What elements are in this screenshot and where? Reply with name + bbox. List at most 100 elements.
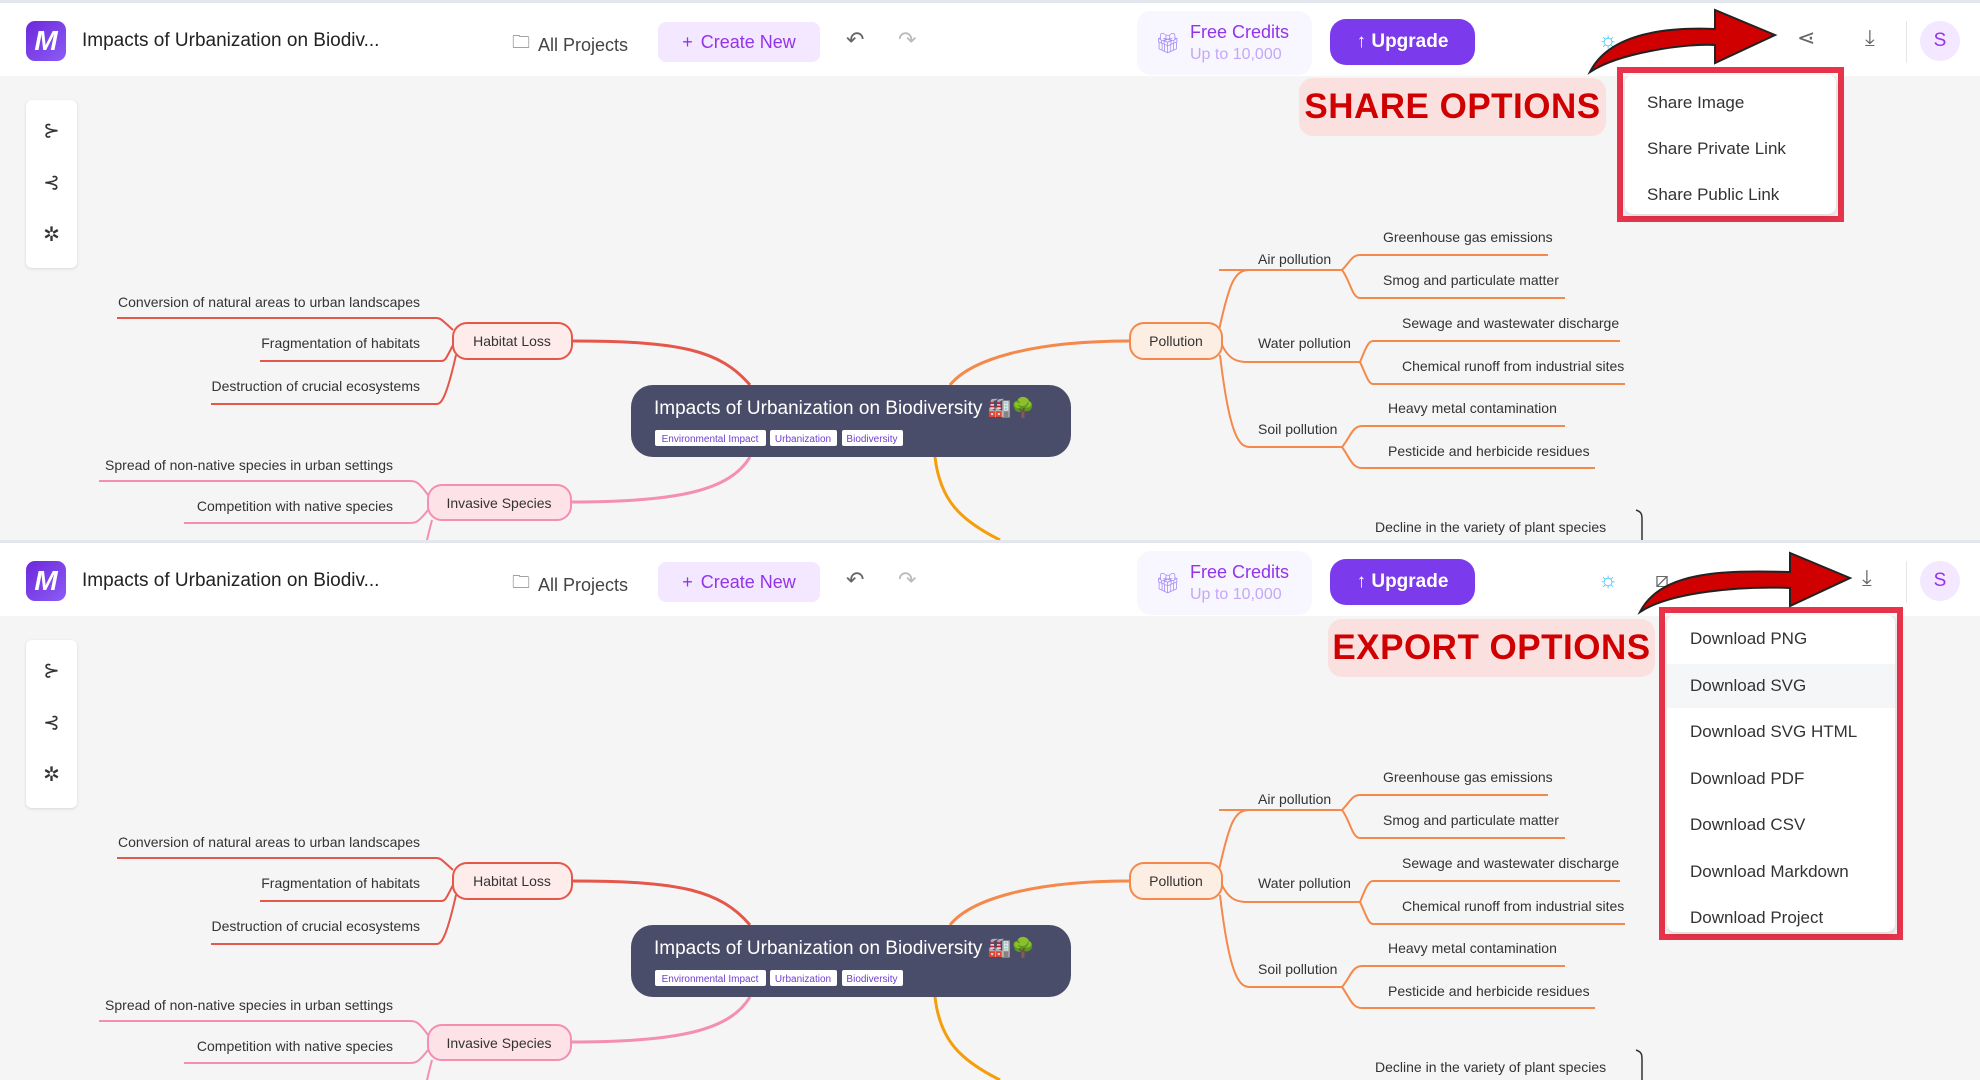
redo-icon[interactable]: ↷ (898, 27, 917, 52)
export-menu: Download PNG Download SVG Download SVG HTM… (1667, 615, 1895, 932)
leaf-node[interactable]: Heavy metal contamination (1388, 400, 1557, 416)
sub-node[interactable]: Air pollution (1258, 791, 1331, 807)
layout-radial-icon[interactable]: ✲ (43, 764, 60, 786)
branch-line (435, 857, 457, 945)
invasive-species-node[interactable] (427, 1024, 572, 1061)
edit-icon[interactable]: ⧄ (1655, 567, 1669, 592)
branch-line (570, 996, 752, 1044)
app-logo[interactable]: M (26, 561, 66, 601)
undo-icon[interactable]: ↶ (846, 567, 865, 592)
leaf-node[interactable]: Fragmentation of habitats (261, 335, 420, 351)
help-icon[interactable]: ? (1728, 567, 1741, 592)
leaf-node[interactable]: Chemical runoff from industrial sites (1402, 358, 1624, 374)
download-icon[interactable]: ⤓ (1862, 565, 1872, 590)
sub-node[interactable]: Soil pollution (1258, 961, 1337, 977)
export-menu-item[interactable]: Download SVG (1667, 663, 1895, 708)
theme-icon[interactable]: ☼ (1598, 567, 1619, 592)
upgrade-button[interactable]: ↑ Upgrade (1330, 19, 1475, 65)
layout-left-icon[interactable]: ⊰ (43, 712, 60, 734)
leaf-node[interactable]: Destruction of crucial ecosystems (211, 378, 420, 394)
leaf-node[interactable]: Competition with native species (197, 1038, 393, 1054)
free-credits-label: Free Credits (1190, 562, 1290, 582)
export-menu-item[interactable]: Download Markdown (1690, 861, 1849, 881)
layout-left-icon[interactable]: ⊰ (43, 172, 60, 194)
bracket (1635, 1049, 1643, 1080)
invasive-species-label: Invasive Species (446, 495, 551, 511)
share-menu-item[interactable]: Share Public Link (1647, 185, 1780, 204)
leaf-node[interactable]: Sewage and wastewater discharge (1402, 315, 1619, 331)
free-credits-label: Free Credits (1190, 22, 1290, 42)
export-menu-item[interactable]: Download Project (1690, 908, 1824, 927)
divider (1906, 21, 1907, 63)
export-menu-item[interactable]: Download PDF (1690, 768, 1805, 788)
theme-icon[interactable]: ☼ (1598, 27, 1619, 52)
upgrade-button[interactable]: ↑ Upgrade (1330, 559, 1475, 605)
leaf-node[interactable]: Heavy metal contamination (1388, 940, 1557, 956)
leaf-node[interactable]: Spread of non-native species in urban se… (105, 457, 393, 473)
project-title[interactable]: Impacts of Urbanization on Biodiv... (82, 30, 380, 51)
download-icon[interactable]: ⤓ (1865, 25, 1875, 50)
center-node[interactable] (631, 385, 1071, 457)
leaf-node[interactable]: Chemical runoff from industrial sites (1402, 898, 1624, 914)
edit-icon[interactable]: ⧄ (1664, 27, 1678, 52)
leaf-node[interactable]: Destruction of crucial ecosystems (211, 918, 420, 934)
habitat-loss-node[interactable] (452, 862, 573, 900)
layout-toolbar: ⊱ ⊰ ✲ (26, 640, 77, 808)
leaf-node[interactable]: Decline in the variety of plant species (1375, 519, 1606, 535)
create-new-button[interactable]: +Create New (658, 22, 820, 62)
center-node[interactable] (631, 925, 1071, 997)
leaf-node[interactable]: Conversion of natural areas to urban lan… (118, 834, 420, 850)
invasive-species-node[interactable] (427, 484, 572, 521)
center-title: Impacts of Urbanization on Biodiversity … (654, 396, 1035, 419)
leaf-node[interactable]: Smog and particulate matter (1383, 812, 1559, 828)
leaf-node[interactable]: Sewage and wastewater discharge (1402, 855, 1619, 871)
leaf-node[interactable]: Greenhouse gas emissions (1383, 229, 1553, 245)
sub-node[interactable]: Water pollution (1258, 335, 1351, 351)
project-title[interactable]: Impacts of Urbanization on Biodiv... (82, 570, 380, 591)
avatar[interactable]: S (1920, 561, 1960, 601)
export-options-callout: EXPORT OPTIONS (1328, 619, 1655, 677)
mindmap-canvas[interactable]: Conversion of natural areas to urban lan… (0, 540, 1980, 1080)
layout-radial-icon[interactable]: ✲ (43, 224, 60, 246)
undo-icon[interactable]: ↶ (846, 27, 865, 52)
create-new-button[interactable]: +Create New (658, 562, 820, 602)
leaf-node[interactable]: Greenhouse gas emissions (1383, 769, 1553, 785)
app-logo[interactable]: M (26, 21, 66, 61)
sub-node[interactable]: Soil pollution (1258, 421, 1337, 437)
redo-icon[interactable]: ↷ (898, 567, 917, 592)
sub-node[interactable]: Air pollution (1258, 251, 1331, 267)
leaf-node[interactable]: Smog and particulate matter (1383, 272, 1559, 288)
leaf-node[interactable]: Competition with native species (197, 498, 393, 514)
share-icon[interactable]: ⋖ (1797, 25, 1816, 50)
sub-node[interactable]: Water pollution (1258, 875, 1351, 891)
share-menu-item[interactable]: Share Private Link (1647, 139, 1786, 158)
branch-line (570, 456, 752, 504)
export-menu-item[interactable]: Download CSV (1690, 815, 1806, 834)
share-menu-item[interactable]: Share Image (1647, 93, 1745, 112)
branch-line (1218, 269, 1251, 448)
bracket (1635, 509, 1643, 540)
export-menu-item[interactable]: Download SVG HTML (1690, 722, 1858, 741)
center-title: Impacts of Urbanization on Biodiversity … (654, 936, 1035, 959)
free-credits-button[interactable]: 🎁︎ Free Credits Up to 10,000 (1137, 551, 1312, 615)
leaf-node[interactable]: Conversion of natural areas to urban lan… (118, 294, 420, 310)
leaf-node[interactable]: Decline in the variety of plant species (1375, 1059, 1606, 1075)
leaf-node[interactable]: Spread of non-native species in urban se… (105, 997, 393, 1013)
pollution-node[interactable] (1129, 862, 1223, 900)
export-menu-item[interactable]: Download PNG (1690, 629, 1808, 648)
free-credits-button[interactable]: 🎁︎ Free Credits Up to 10,000 (1137, 11, 1312, 75)
leaf-node[interactable]: Pesticide and herbicide residues (1388, 443, 1590, 459)
leaf-node[interactable]: Fragmentation of habitats (261, 875, 420, 891)
layout-right-icon[interactable]: ⊱ (43, 120, 60, 142)
all-projects-button[interactable]: 🗀All Projects (512, 30, 628, 60)
mindmap-canvas[interactable]: Conversion of natural areas to urban lan… (0, 0, 1980, 540)
pollution-node[interactable] (1129, 322, 1223, 360)
highlight-box: Download PNG Download SVG Download SVG HTM… (1659, 607, 1903, 940)
tag: Urbanization (775, 974, 831, 985)
leaf-node[interactable]: Pesticide and herbicide residues (1388, 983, 1590, 999)
avatar[interactable]: S (1920, 21, 1960, 61)
all-projects-button[interactable]: 🗀All Projects (512, 570, 628, 600)
habitat-loss-node[interactable] (452, 322, 573, 360)
layout-right-icon[interactable]: ⊱ (43, 660, 60, 682)
